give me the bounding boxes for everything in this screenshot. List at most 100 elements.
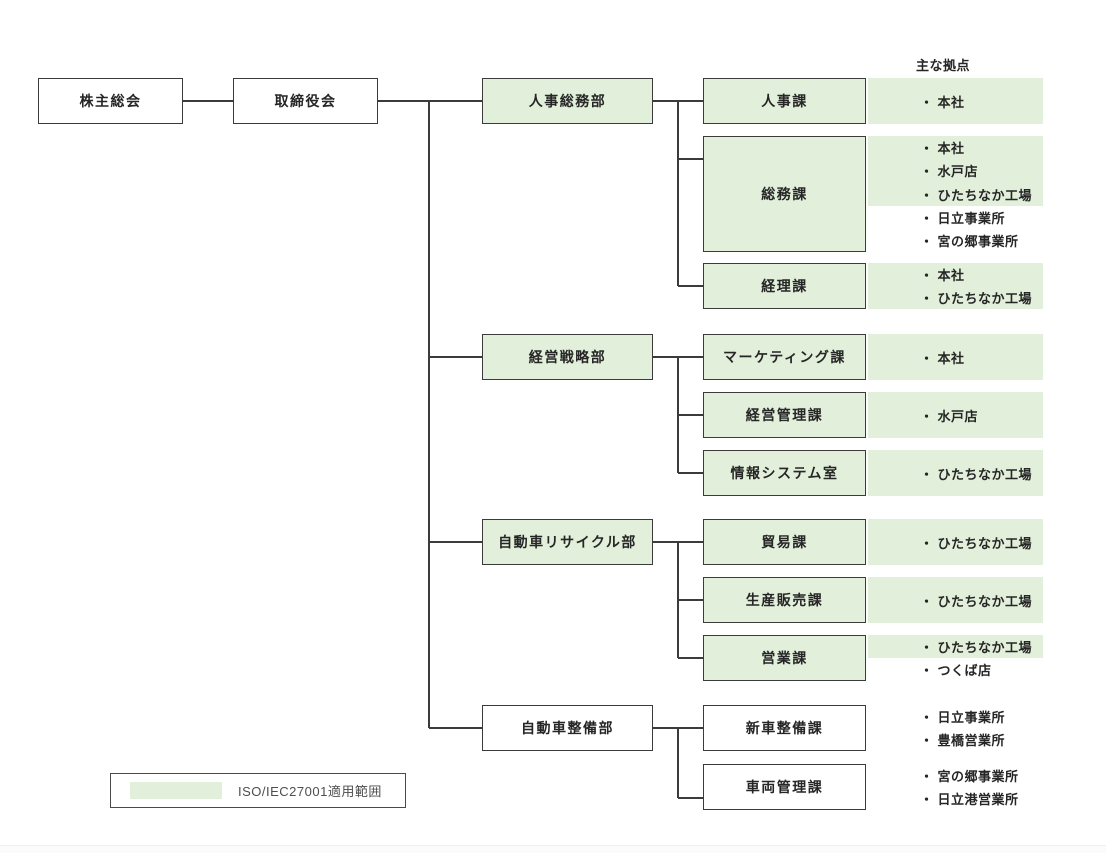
location-bullet: ・ [920, 141, 934, 157]
scope-band-information-systems [868, 450, 1043, 496]
location-item: ・本社 [868, 334, 1043, 380]
main-trunk-line [428, 101, 430, 728]
location-name: 水戸店 [937, 408, 979, 424]
locations-sales: ・ひたちなか工場・つくば店 [868, 635, 1043, 681]
locations-column-header: 主な拠点 [916, 58, 971, 73]
location-bullet: ・ [920, 233, 934, 249]
locations-personnel: ・本社 [868, 78, 1043, 124]
location-item: ・本社 [868, 136, 1043, 159]
scope-band-accounting [868, 263, 1043, 309]
location-name: 本社 [937, 94, 965, 110]
location-item: ・ひたちなか工場 [868, 577, 1043, 623]
locations-marketing: ・本社 [868, 334, 1043, 380]
org-box-trade: 貿易課 [703, 519, 866, 565]
location-item: ・水戸店 [868, 159, 1043, 182]
locations-trade: ・ひたちなか工場 [868, 519, 1043, 565]
connector-accounting [678, 285, 703, 287]
location-item: ・ひたちなか工場 [868, 286, 1043, 309]
location-item: ・豊橋営業所 [868, 728, 1043, 751]
connector-vehicle-management [678, 797, 703, 799]
scope-band-personnel [868, 78, 1043, 124]
connector-general-affairs [678, 158, 703, 160]
scope-band-sales [868, 635, 1043, 658]
location-name: 本社 [937, 350, 965, 366]
locations-management-admin: ・水戸店 [868, 392, 1043, 438]
location-name: ひたちなか工場 [937, 640, 1033, 655]
location-name: 日立事業所 [937, 710, 1006, 725]
location-item: ・ひたちなか工場 [868, 635, 1043, 658]
org-box-marketing: マーケティング課 [703, 334, 866, 380]
location-bullet: ・ [920, 792, 934, 807]
connector-trunk-auto-maintenance [429, 727, 482, 729]
legend-label: ISO/IEC27001適用範囲 [238, 784, 382, 799]
org-box-auto-maintenance: 自動車整備部 [482, 705, 653, 751]
scope-band-general-affairs [868, 136, 1043, 206]
org-box-accounting: 経理課 [703, 263, 866, 309]
org-box-management-admin: 経営管理課 [703, 392, 866, 438]
location-bullet: ・ [920, 350, 934, 366]
location-name: 本社 [937, 268, 965, 283]
org-box-sales: 営業課 [703, 635, 866, 681]
org-box-production-sales: 生産販売課 [703, 577, 866, 623]
location-bullet: ・ [920, 733, 934, 748]
org-box-personnel: 人事課 [703, 78, 866, 124]
sub-trunk-hr-general-affairs [677, 101, 679, 286]
scope-band-marketing [868, 334, 1043, 380]
connector-information-systems [678, 472, 703, 474]
location-name: ひたちなか工場 [937, 291, 1033, 306]
location-name: 宮の郷事業所 [937, 769, 1019, 784]
location-bullet: ・ [920, 769, 934, 784]
org-box-board-of-directors: 取締役会 [233, 78, 378, 124]
connector-board-trunk [378, 100, 482, 102]
legend: ISO/IEC27001適用範囲 [110, 773, 406, 808]
legend-scope-swatch [130, 782, 222, 799]
connector-sales [678, 657, 703, 659]
location-name: 水戸店 [937, 164, 979, 180]
scope-band-trade [868, 519, 1043, 565]
location-item: ・宮の郷事業所 [868, 764, 1043, 787]
org-box-new-car-maintenance: 新車整備課 [703, 705, 866, 751]
locations-general-affairs: ・本社・水戸店・ひたちなか工場・日立事業所・宮の郷事業所 [868, 136, 1043, 252]
location-bullet: ・ [920, 164, 934, 180]
location-item: ・水戸店 [868, 392, 1043, 438]
location-name: 日立港営業所 [937, 792, 1019, 807]
location-bullet: ・ [920, 710, 934, 725]
org-box-information-systems: 情報システム室 [703, 450, 866, 496]
location-bullet: ・ [920, 640, 934, 655]
location-name: つくば店 [937, 663, 992, 678]
location-item: ・つくば店 [868, 658, 1043, 681]
location-bullet: ・ [920, 291, 934, 306]
org-box-shareholders-meeting: 株主総会 [38, 78, 183, 124]
sub-trunk-auto-maintenance [677, 728, 679, 798]
org-box-management-strategy: 経営戦略部 [482, 334, 653, 380]
org-box-auto-recycling: 自動車リサイクル部 [482, 519, 653, 565]
location-item: ・本社 [868, 263, 1043, 286]
location-item: ・宮の郷事業所 [868, 229, 1043, 252]
location-name: 豊橋営業所 [937, 733, 1006, 748]
location-name: ひたちなか工場 [937, 593, 1033, 609]
locations-new-car-maintenance: ・日立事業所・豊橋営業所 [868, 705, 1043, 751]
locations-production-sales: ・ひたちなか工場 [868, 577, 1043, 623]
page-bottom-edge [0, 845, 1106, 853]
org-box-hr-general-affairs: 人事総務部 [482, 78, 653, 124]
location-item: ・日立事業所 [868, 705, 1043, 728]
location-name: 日立事業所 [937, 210, 1006, 226]
location-item: ・日立港営業所 [868, 787, 1043, 810]
locations-information-systems: ・ひたちなか工場 [868, 450, 1043, 496]
locations-vehicle-management: ・宮の郷事業所・日立港営業所 [868, 764, 1043, 810]
scope-band-management-admin [868, 392, 1043, 438]
location-bullet: ・ [920, 408, 934, 424]
location-item: ・ひたちなか工場 [868, 450, 1043, 496]
scope-band-production-sales [868, 577, 1043, 623]
location-name: ひたちなか工場 [937, 535, 1033, 551]
connector-trunk-auto-recycling [429, 541, 482, 543]
connector-trunk-management-strategy [429, 356, 482, 358]
location-name: ひたちなか工場 [937, 187, 1033, 203]
locations-accounting: ・本社・ひたちなか工場 [868, 263, 1043, 309]
location-item: ・ひたちなか工場 [868, 519, 1043, 565]
connector-shareholders-board [183, 100, 233, 102]
location-name: 宮の郷事業所 [937, 233, 1019, 249]
location-bullet: ・ [920, 210, 934, 226]
location-bullet: ・ [920, 593, 934, 609]
